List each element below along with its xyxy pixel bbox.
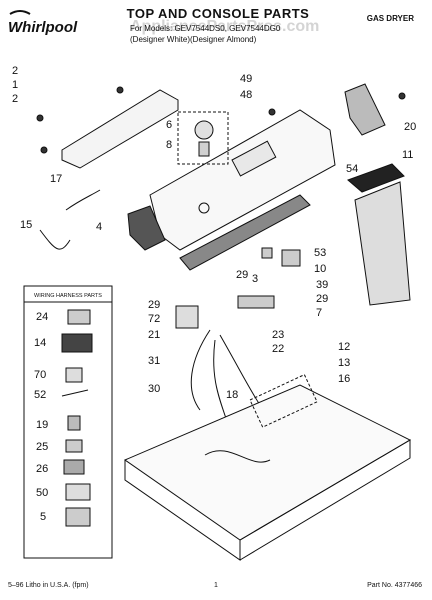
callout-label: 15 bbox=[20, 219, 32, 231]
litho-note: 5–96 Litho in U.S.A. (fpm) bbox=[8, 582, 89, 589]
harness-item-label: 14 bbox=[34, 337, 46, 349]
rear-bracket bbox=[61, 89, 179, 169]
callout-label: 17 bbox=[50, 173, 62, 185]
callout-label: 2 bbox=[12, 93, 18, 105]
harness-item-label: 50 bbox=[36, 487, 48, 499]
page-title: TOP AND CONSOLE PARTS bbox=[126, 6, 310, 21]
callout-label: 29 bbox=[316, 293, 328, 305]
right-end-panel bbox=[354, 181, 411, 306]
watermark: AppliancePartsPros.com bbox=[130, 18, 320, 35]
left-end-cap bbox=[127, 205, 166, 251]
callout-label: 12 bbox=[338, 341, 350, 353]
callout-label: 4 bbox=[96, 221, 102, 233]
callout-label: 1 bbox=[12, 79, 18, 91]
top-cutout bbox=[249, 373, 318, 428]
harness-part-icon bbox=[63, 459, 85, 475]
harness-item-labels: 24 14 70 52 19 25 26 50 5 bbox=[34, 311, 48, 523]
wire-15 bbox=[39, 229, 71, 250]
callout-label: 18 bbox=[226, 389, 238, 401]
callout-label: 7 bbox=[316, 307, 322, 319]
whirlpool-logo-mark: Whirlpool bbox=[8, 10, 78, 36]
callout-label: 31 bbox=[148, 355, 160, 367]
callout-label: 10 bbox=[314, 263, 326, 275]
category-label: GAS DRYER bbox=[366, 14, 414, 23]
callout-label: 29 bbox=[236, 269, 248, 281]
callout-label: 3 bbox=[252, 273, 258, 285]
callout-labels: 2 1 2 49 48 6 8 20 17 4 15 54 11 53 10 2… bbox=[12, 65, 416, 401]
callout-label: 20 bbox=[404, 121, 416, 133]
harness-item-label: 5 bbox=[40, 511, 46, 523]
console-rear-panel bbox=[179, 194, 311, 271]
callout-label: 22 bbox=[272, 343, 284, 355]
page-number: 1 bbox=[214, 582, 218, 589]
harness-part-icon bbox=[61, 333, 93, 353]
timer-detail-box bbox=[177, 111, 229, 165]
harness-item-label: 24 bbox=[36, 311, 48, 323]
callout-label: 6 bbox=[166, 119, 172, 131]
callout-label: 72 bbox=[148, 313, 160, 325]
callout-label: 53 bbox=[314, 247, 326, 259]
harness-box-title: WIRING HARNESS PARTS bbox=[34, 293, 102, 299]
harness-item-label: 70 bbox=[34, 369, 46, 381]
callout-label: 30 bbox=[148, 383, 160, 395]
top-panel-edge bbox=[124, 460, 241, 561]
top-panel-side bbox=[239, 439, 411, 561]
callout-label: 49 bbox=[240, 73, 252, 85]
harness-part-icon bbox=[67, 309, 91, 325]
timer-shaft bbox=[198, 141, 210, 157]
switch-right bbox=[281, 249, 301, 267]
harness-item-label: 26 bbox=[36, 463, 48, 475]
timer-motor bbox=[175, 305, 199, 329]
harness-part-icon bbox=[67, 415, 81, 431]
top-wires bbox=[204, 450, 271, 463]
callout-label: 13 bbox=[338, 357, 350, 369]
callout-label: 21 bbox=[148, 329, 160, 341]
screw-icon bbox=[116, 86, 124, 94]
right-end-cap bbox=[344, 83, 386, 136]
screw-icon bbox=[268, 108, 276, 116]
switch-small bbox=[261, 247, 273, 259]
end-panel-top bbox=[347, 163, 405, 193]
callout-label: 16 bbox=[338, 373, 350, 385]
callout-label: 2 bbox=[12, 65, 18, 77]
callout-label: 48 bbox=[240, 89, 252, 101]
callout-label: 54 bbox=[346, 163, 358, 175]
harness-part-icon bbox=[65, 439, 83, 453]
part-number: Part No. 4377466 bbox=[367, 582, 422, 589]
harness-part-icon bbox=[65, 367, 83, 383]
callout-label: 29 bbox=[148, 299, 160, 311]
harness-part-icon bbox=[65, 483, 91, 501]
push-switch bbox=[237, 295, 275, 309]
screw-icon bbox=[398, 92, 406, 100]
callout-label: 11 bbox=[402, 149, 413, 161]
harness-item-label: 19 bbox=[36, 419, 48, 431]
harness-part-icon bbox=[61, 389, 89, 397]
harness-part-icon bbox=[65, 507, 91, 527]
callout-label: 8 bbox=[166, 139, 172, 151]
console-display bbox=[231, 140, 277, 177]
callout-label: 39 bbox=[316, 279, 328, 291]
whirlpool-logo: Whirlpool bbox=[6, 8, 102, 40]
callout-label: 23 bbox=[272, 329, 284, 341]
harness-item-label: 52 bbox=[34, 389, 46, 401]
harness-item-label: 25 bbox=[36, 441, 48, 453]
color-line: (Designer White)(Designer Almond) bbox=[130, 35, 257, 44]
screw-icon bbox=[40, 146, 48, 154]
brand-text: Whirlpool bbox=[8, 19, 78, 36]
console-knob-hole bbox=[198, 202, 210, 214]
timer-knob bbox=[194, 120, 214, 140]
top-panel bbox=[123, 384, 412, 541]
screw-icon bbox=[36, 114, 44, 122]
model-line: For Models: GEV7544DS0, GEV7544DG0 bbox=[130, 24, 281, 33]
wire-17 bbox=[65, 189, 101, 211]
